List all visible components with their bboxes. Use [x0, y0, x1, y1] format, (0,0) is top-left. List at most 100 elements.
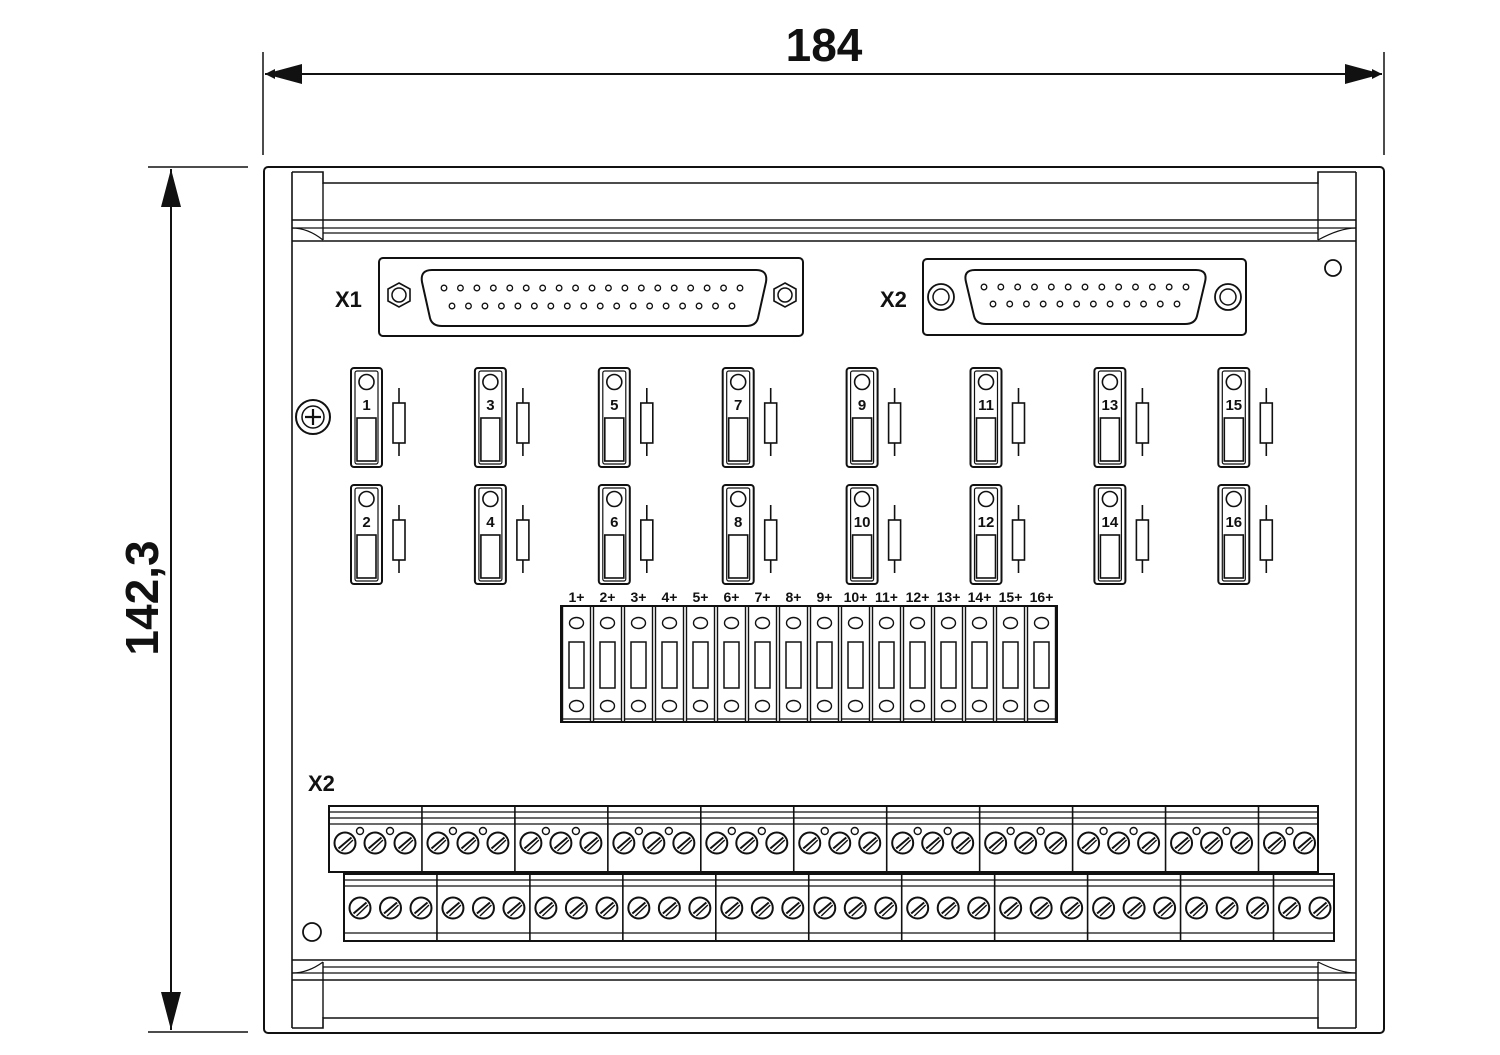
fuse-14+: 14+	[964, 589, 995, 723]
fuse-label: 16+	[1030, 589, 1054, 605]
terminal-test-hole	[541, 826, 551, 836]
connector-pin	[621, 284, 629, 292]
terminal-screw-icon	[921, 831, 945, 855]
relay-led	[1101, 490, 1119, 508]
relay-number: 8	[734, 514, 742, 531]
relay-led	[1101, 373, 1119, 391]
fuse-contact	[1033, 616, 1050, 630]
fuse-body	[940, 641, 957, 689]
terminal-screw-icon	[891, 831, 915, 855]
fuse-contact	[847, 616, 864, 630]
fuse-terminal-block: 1+2+3+4+5+6+7+8+9+10+11+12+13+14+15+16+	[560, 589, 1058, 723]
relay-led	[358, 373, 375, 391]
terminal-test-hole	[1099, 826, 1108, 836]
terminal-screw-icon	[441, 896, 465, 920]
terminal-test-hole	[634, 826, 644, 836]
terminal-screw-icon	[798, 831, 822, 855]
terminal-screw-icon	[1014, 831, 1038, 855]
relay-2: 2	[350, 484, 406, 585]
connector-pin	[539, 284, 547, 292]
connector-pin	[637, 284, 645, 292]
relay-body	[851, 534, 873, 579]
terminal-screw-icon	[1137, 831, 1161, 855]
relay-number: 11	[978, 397, 994, 414]
relay-led	[1225, 490, 1243, 508]
connector-pin	[506, 284, 514, 292]
fuse-contact	[599, 699, 616, 713]
terminal-test-hole	[478, 826, 488, 836]
terminal-screw-icon	[936, 896, 960, 920]
terminal-screw-icon	[657, 896, 681, 920]
fuse-contact	[692, 616, 709, 630]
width-dimension	[262, 52, 1385, 155]
relay-body	[1099, 534, 1121, 579]
connector-pin	[679, 302, 687, 310]
connector-x2-label: X2	[880, 287, 907, 312]
fuse-label: 4+	[662, 589, 678, 605]
fuse-contact	[909, 616, 926, 630]
connector-pin	[522, 284, 530, 292]
terminal-screw-icon	[627, 896, 651, 920]
terminal-screw-icon	[1044, 831, 1068, 855]
fuse-contact	[692, 699, 709, 713]
terminal-screw-icon	[1029, 896, 1053, 920]
mounting-hole-bottom-left	[302, 922, 322, 942]
terminal-test-hole	[448, 826, 458, 836]
terminal-screw-icon	[1246, 896, 1270, 920]
fuse-contact	[661, 616, 678, 630]
terminal-screw-icon	[409, 896, 433, 920]
fuse-label: 13+	[937, 589, 961, 605]
terminal-screw-icon	[1278, 896, 1301, 920]
fuse-body	[599, 641, 616, 689]
connector-pin	[695, 302, 703, 310]
relay-led	[977, 373, 995, 391]
fuse-13+: 13+	[933, 589, 964, 723]
terminal-test-hole	[385, 826, 395, 836]
connector-pin	[547, 302, 555, 310]
terminal-screw-icon	[579, 831, 603, 855]
fuse-contact	[754, 616, 771, 630]
connector-pin	[997, 283, 1005, 291]
connector-pin	[662, 302, 670, 310]
relay-1: 1	[350, 367, 406, 468]
connector-pin	[1089, 300, 1097, 308]
hex-nut-icon	[387, 282, 411, 308]
terminal-screw-icon	[426, 831, 450, 855]
connector-pin	[712, 302, 719, 310]
fuse-contact	[568, 616, 585, 630]
connector-pin	[563, 302, 571, 310]
relay-body	[975, 534, 997, 579]
terminal-screw-icon	[828, 831, 852, 855]
connector-pin	[448, 302, 456, 310]
fuse-body	[971, 641, 988, 689]
connector-pin	[1056, 300, 1064, 308]
diode-icon	[763, 505, 778, 573]
terminal-screw-icon	[688, 896, 712, 920]
terminal-test-hole	[943, 826, 952, 836]
connector-pin	[1140, 300, 1147, 308]
terminal-screw-icon	[1308, 896, 1332, 920]
relay-8: 8	[721, 484, 778, 585]
connector-pin	[703, 284, 711, 292]
relay-11: 11	[969, 367, 1026, 468]
terminal-screw-icon	[1170, 831, 1194, 855]
connector-pin	[1039, 300, 1047, 308]
relay-led	[358, 490, 375, 508]
relay-number: 10	[854, 514, 871, 531]
terminal-screw-icon	[720, 896, 744, 920]
connector-pin	[473, 284, 481, 292]
terminal-test-hole	[850, 826, 859, 836]
fuse-label: 9+	[817, 589, 833, 605]
terminal-screw-icon	[1185, 896, 1209, 920]
fuse-contact	[847, 699, 864, 713]
terminal-screw-icon	[1077, 831, 1101, 855]
fuse-label: 3+	[631, 589, 647, 605]
fuse-label: 1+	[569, 589, 585, 605]
terminal-test-hole	[1129, 826, 1138, 836]
fuse-contact	[661, 699, 678, 713]
terminal-screw-icon	[765, 831, 789, 855]
fuse-body	[630, 641, 647, 689]
diode-icon	[763, 388, 778, 456]
height-dimension-label: 142,3	[116, 540, 168, 655]
terminal-test-hole	[820, 826, 829, 836]
